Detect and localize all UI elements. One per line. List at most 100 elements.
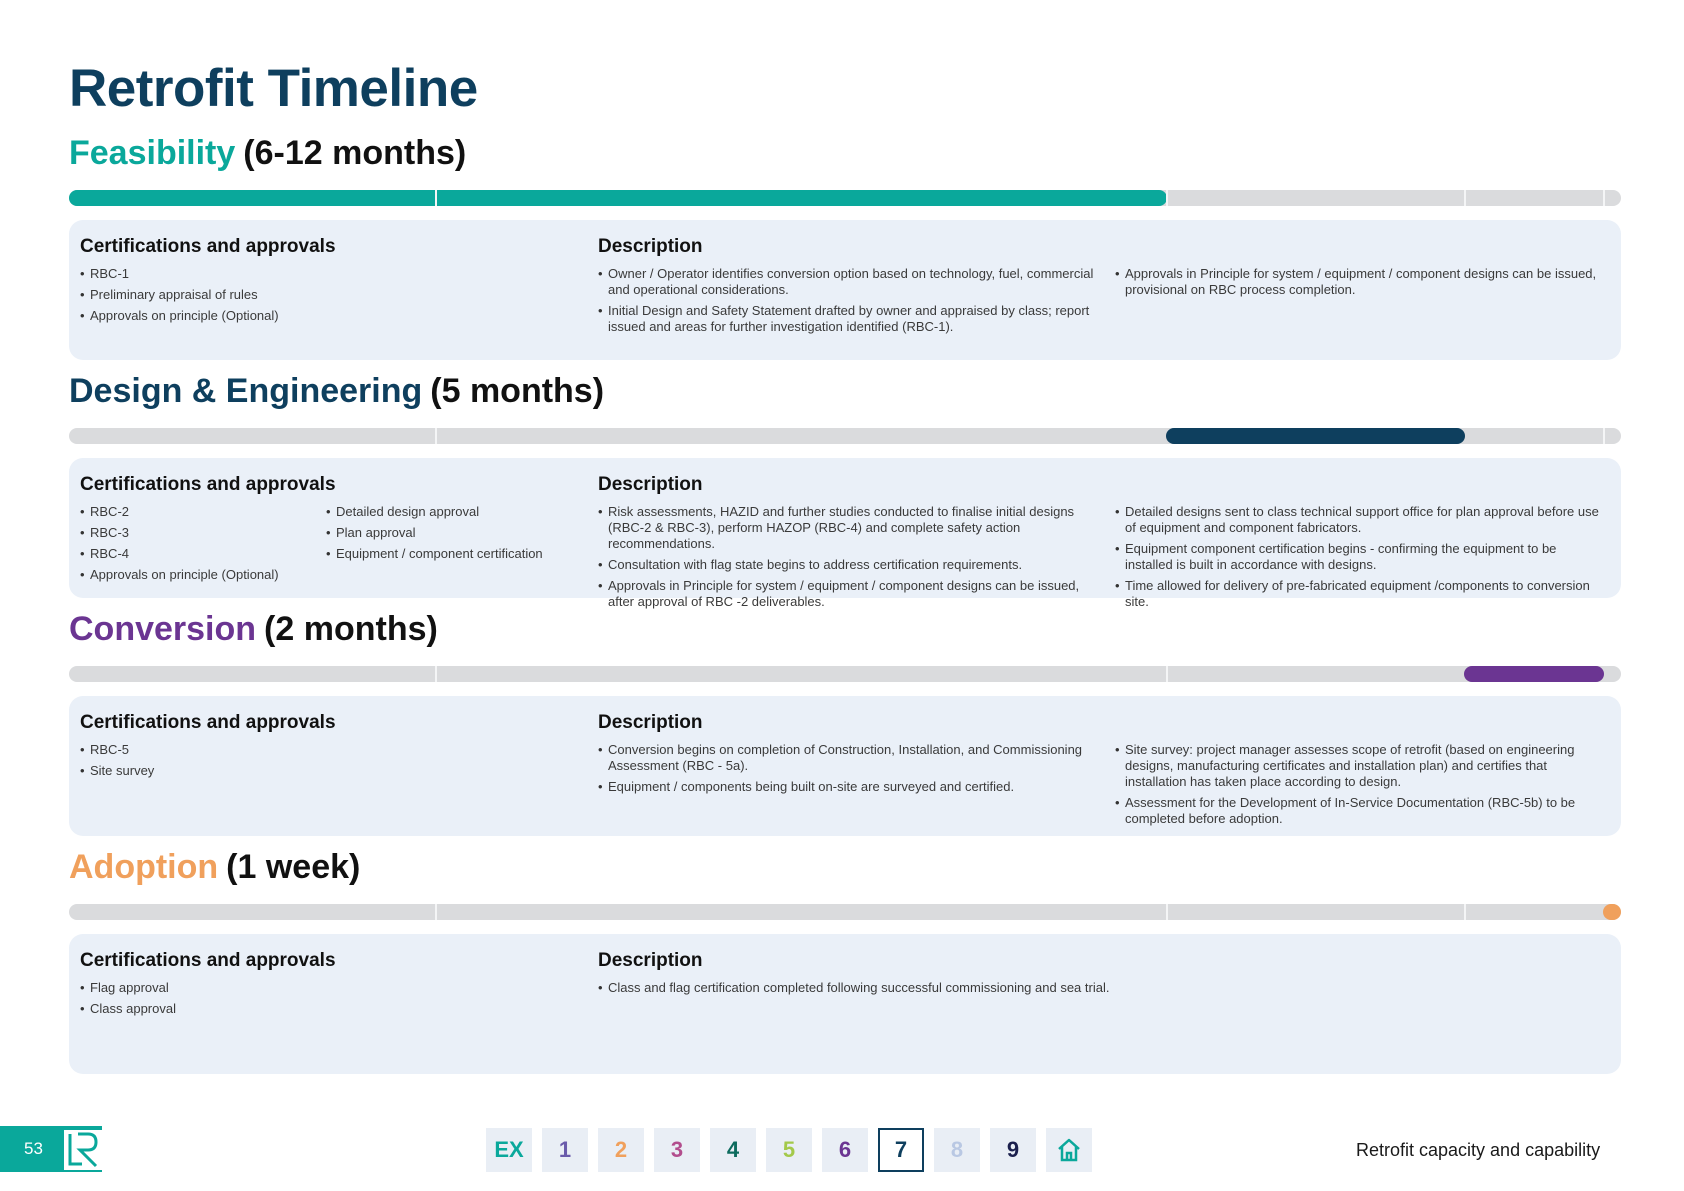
description-list-left: Owner / Operator identifies conversion o… bbox=[598, 266, 1098, 340]
timeline-divider bbox=[1603, 190, 1605, 206]
timeline-divider bbox=[1166, 190, 1168, 206]
list-item: Equipment / component certification bbox=[326, 546, 576, 562]
lr-logo-icon bbox=[64, 1130, 102, 1170]
certifications-heading: Certifications and approvals bbox=[80, 474, 336, 495]
description-list-left: Class and flag certification completed f… bbox=[598, 980, 1118, 1001]
phase-duration: (1 week) bbox=[226, 848, 361, 886]
list-item: Preliminary appraisal of rules bbox=[80, 287, 320, 303]
list-item: Class and flag certification completed f… bbox=[598, 980, 1118, 996]
nav-button-1[interactable]: 1 bbox=[542, 1128, 588, 1172]
certifications-list: RBC-1 Preliminary appraisal of rules App… bbox=[80, 266, 320, 329]
nav-button-5[interactable]: 5 bbox=[766, 1128, 812, 1172]
timeline-divider bbox=[435, 190, 437, 206]
timeline-bar-feasibility bbox=[69, 190, 1621, 206]
certifications-heading: Certifications and approvals bbox=[80, 950, 336, 971]
description-heading: Description bbox=[598, 712, 703, 733]
list-item: Consultation with flag state begins to a… bbox=[598, 557, 1098, 573]
page-number: 53 bbox=[24, 1139, 43, 1158]
timeline-divider bbox=[1464, 904, 1466, 920]
description-list-left: Conversion begins on completion of Const… bbox=[598, 742, 1098, 800]
description-list-left: Risk assessments, HAZID and further stud… bbox=[598, 504, 1098, 615]
nav-button-3[interactable]: 3 bbox=[654, 1128, 700, 1172]
list-item: RBC-5 bbox=[80, 742, 320, 758]
list-item: Approvals in Principle for system / equi… bbox=[598, 578, 1098, 610]
list-item: Class approval bbox=[80, 1001, 320, 1017]
description-heading: Description bbox=[598, 236, 703, 257]
phase-card-conversion: Certifications and approvals Description… bbox=[69, 696, 1621, 836]
list-item: RBC-1 bbox=[80, 266, 320, 282]
list-item: Approvals on principle (Optional) bbox=[80, 567, 310, 583]
list-item: Plan approval bbox=[326, 525, 576, 541]
phase-name: Adoption bbox=[69, 848, 219, 886]
timeline-divider bbox=[1464, 190, 1466, 206]
list-item: Detailed design approval bbox=[326, 504, 576, 520]
timeline-divider bbox=[1166, 666, 1168, 682]
page-title: Retrofit Timeline bbox=[69, 59, 478, 118]
description-heading: Description bbox=[598, 474, 703, 495]
certifications-list-extra: Detailed design approval Plan approval E… bbox=[326, 504, 576, 567]
timeline-bar-design bbox=[69, 428, 1621, 444]
timeline-divider bbox=[435, 428, 437, 444]
list-item: Assessment for the Development of In-Ser… bbox=[1115, 795, 1605, 827]
nav-button-8[interactable]: 8 bbox=[934, 1128, 980, 1172]
description-list-right: Site survey: project manager assesses sc… bbox=[1115, 742, 1605, 832]
timeline-fill bbox=[1166, 428, 1465, 444]
timeline-divider bbox=[1603, 428, 1605, 444]
list-item: Conversion begins on completion of Const… bbox=[598, 742, 1098, 774]
phase-card-adoption: Certifications and approvals Description… bbox=[69, 934, 1621, 1074]
timeline-bar-conversion bbox=[69, 666, 1621, 682]
certifications-list: RBC-5 Site survey bbox=[80, 742, 320, 784]
phase-name: Feasibility bbox=[69, 134, 236, 172]
list-item: Initial Design and Safety Statement draf… bbox=[598, 303, 1098, 335]
list-item: RBC-2 bbox=[80, 504, 310, 520]
list-item: RBC-4 bbox=[80, 546, 310, 562]
nav-button-ex[interactable]: EX bbox=[486, 1128, 532, 1172]
certifications-heading: Certifications and approvals bbox=[80, 712, 336, 733]
home-icon bbox=[1058, 1138, 1080, 1162]
description-list-right: Detailed designs sent to class technical… bbox=[1115, 504, 1605, 615]
timeline-divider bbox=[1166, 904, 1168, 920]
phase-duration: (2 months) bbox=[264, 610, 438, 648]
nav-button-6[interactable]: 6 bbox=[822, 1128, 868, 1172]
footer-section-title: Retrofit capacity and capability bbox=[1356, 1140, 1601, 1160]
home-button[interactable] bbox=[1046, 1128, 1092, 1172]
list-item: Risk assessments, HAZID and further stud… bbox=[598, 504, 1098, 552]
list-item: Approvals on principle (Optional) bbox=[80, 308, 320, 324]
list-item: Equipment component certification begins… bbox=[1115, 541, 1605, 573]
phase-heading-feasibility: Feasibility(6-12 months) bbox=[69, 134, 466, 173]
list-item: Site survey bbox=[80, 763, 320, 779]
page-number-badge: 53 bbox=[0, 1126, 102, 1172]
phase-heading-design: Design & Engineering(5 months) bbox=[69, 372, 604, 411]
phase-duration: (6-12 months) bbox=[243, 134, 467, 172]
nav-button-4[interactable]: 4 bbox=[710, 1128, 756, 1172]
certifications-list: RBC-2 RBC-3 RBC-4 Approvals on principle… bbox=[80, 504, 310, 588]
timeline-bar-adoption bbox=[69, 904, 1621, 920]
list-item: Equipment / components being built on-si… bbox=[598, 779, 1098, 795]
phase-name: Design & Engineering bbox=[69, 372, 423, 410]
timeline-divider bbox=[435, 904, 437, 920]
description-list-right: Approvals in Principle for system / equi… bbox=[1115, 266, 1605, 303]
nav-button-2[interactable]: 2 bbox=[598, 1128, 644, 1172]
list-item: Time allowed for delivery of pre-fabrica… bbox=[1115, 578, 1605, 610]
description-heading: Description bbox=[598, 950, 703, 971]
list-item: Owner / Operator identifies conversion o… bbox=[598, 266, 1098, 298]
list-item: Site survey: project manager assesses sc… bbox=[1115, 742, 1605, 790]
certifications-heading: Certifications and approvals bbox=[80, 236, 336, 257]
timeline-divider bbox=[435, 666, 437, 682]
phase-name: Conversion bbox=[69, 610, 257, 648]
phase-heading-conversion: Conversion(2 months) bbox=[69, 610, 438, 649]
nav-button-9[interactable]: 9 bbox=[990, 1128, 1036, 1172]
timeline-fill bbox=[1464, 666, 1604, 682]
phase-card-feasibility: Certifications and approvals Description… bbox=[69, 220, 1621, 360]
nav-button-7[interactable]: 7 bbox=[878, 1128, 924, 1172]
phase-card-design: Certifications and approvals Description… bbox=[69, 458, 1621, 609]
phase-heading-adoption: Adoption(1 week) bbox=[69, 848, 360, 887]
timeline-fill bbox=[69, 190, 1167, 206]
list-item: RBC-3 bbox=[80, 525, 310, 541]
list-item: Flag approval bbox=[80, 980, 320, 996]
certifications-list: Flag approval Class approval bbox=[80, 980, 320, 1022]
list-item: Detailed designs sent to class technical… bbox=[1115, 504, 1605, 536]
list-item: Approvals in Principle for system / equi… bbox=[1115, 266, 1605, 298]
timeline-fill bbox=[1603, 904, 1621, 920]
phase-duration: (5 months) bbox=[430, 372, 605, 410]
